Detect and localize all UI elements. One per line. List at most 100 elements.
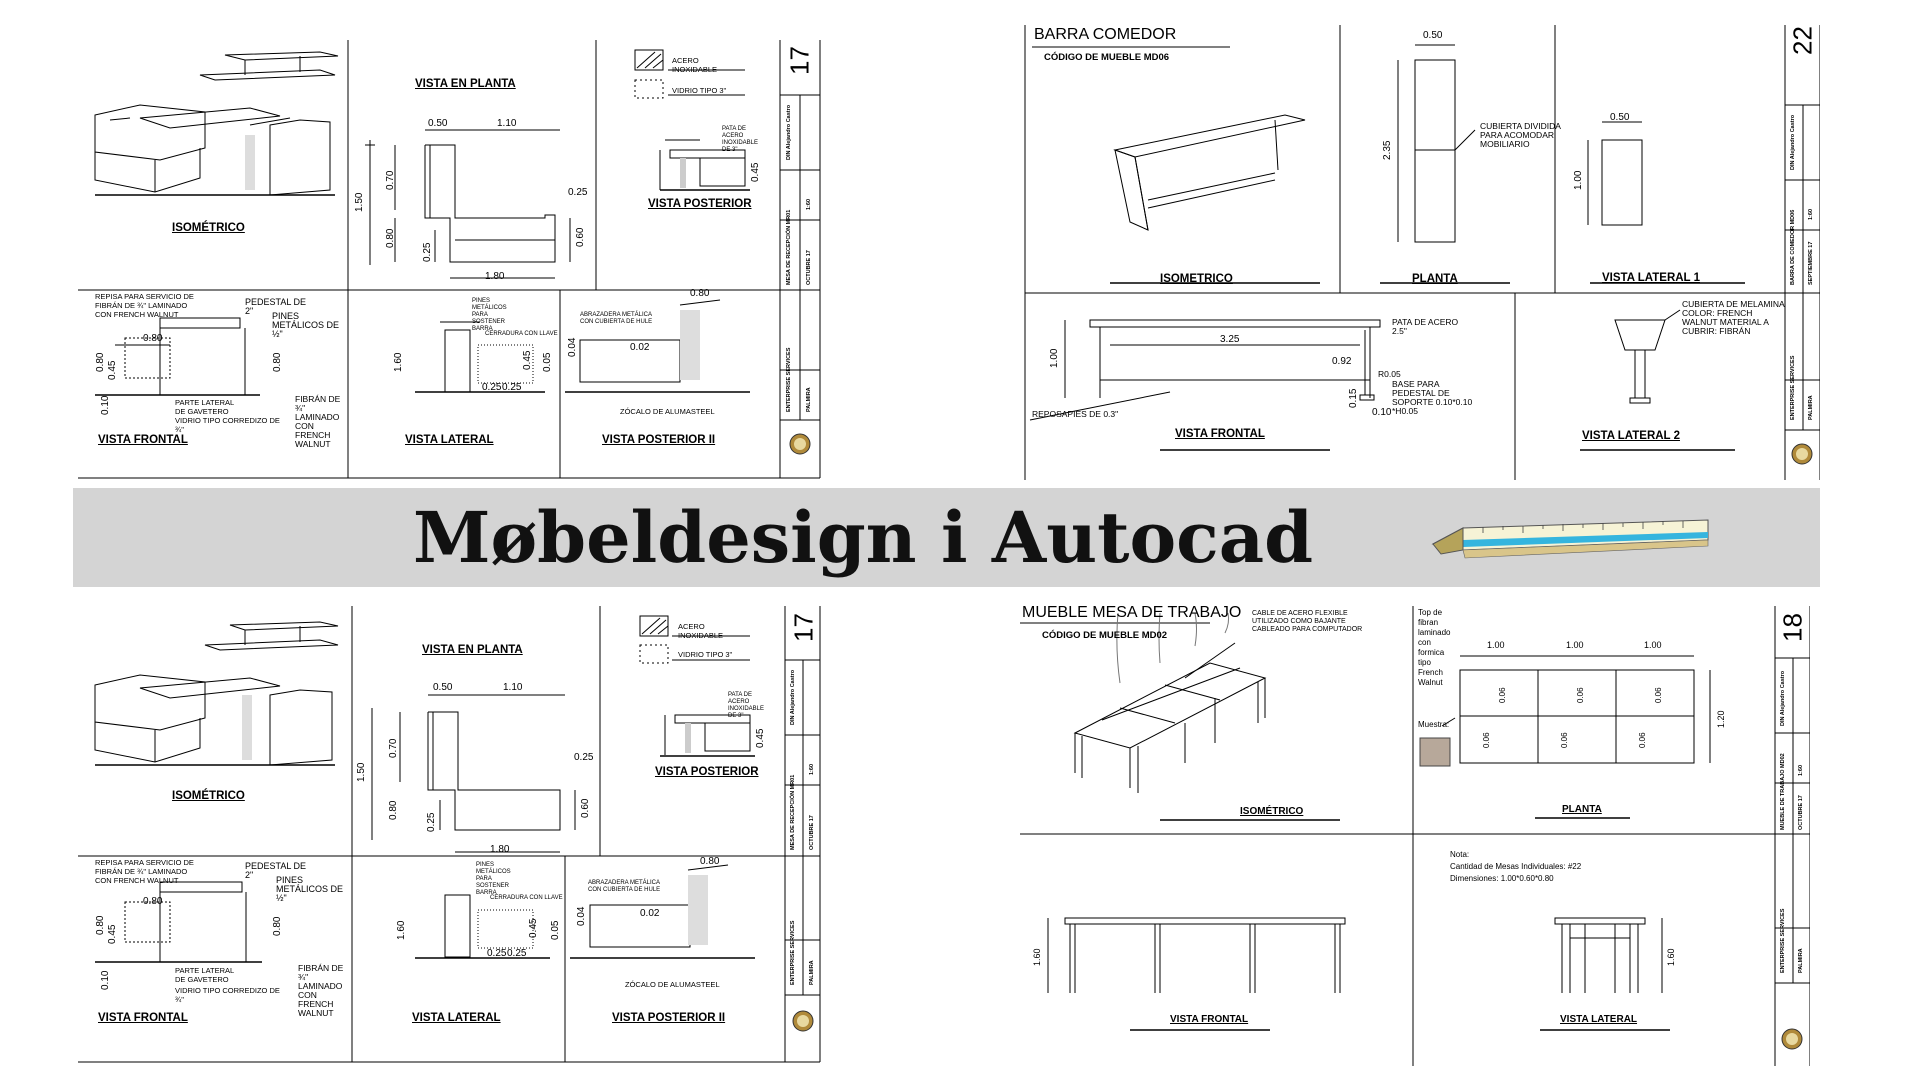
note-cerradura: CERRADURA CON LLAVE [490,895,563,901]
legend-label-steel: ACERO INOXIDABLE [678,622,724,640]
view-title-plan: VISTA EN PLANTA [422,644,523,656]
bar-side1-rect [1601,139,1643,226]
title-banner: Møbeldesign i Autocad [73,488,1820,587]
dim-label: 0.45 [528,918,539,938]
title-block-drawing: MESA DE RECEPCIÓN MR01 [786,209,792,285]
dim-label: 0.25 [426,812,437,832]
front-view-sketch [95,317,260,396]
drawing-sheet-mesa-trabajo: MUEBLE MESA DE TRABAJO CÓDIGO DE MUEBLE … [1010,598,1810,1070]
dim-label: 0.02 [640,908,660,919]
view-title-rear2: VISTA POSTERIOR II [612,1012,726,1024]
mesa-drawing-graphics [1020,606,1810,1066]
dim-label: 0.25 [574,752,594,763]
dim-label: 0.70 [388,738,399,758]
title-block-scale: 1:60 [1808,208,1814,220]
note-top: Top de fibran laminado con formica tipo … [1418,608,1451,687]
note-pata: PATA DE ACERO INOXIDABLE DE 3" [728,692,765,719]
dim-label: 0.45 [522,350,533,370]
dim-label: 1.80 [490,844,510,855]
view-title-isometric: ISOMÉTRICO [172,790,245,802]
note-repisa: REPISA PARA SERVICIO DE FIBRÁN DE ¾" LAM… [95,858,194,885]
rear-view-2-sketch [565,299,750,393]
note-zocalo: ZÓCALO DE ALUMASTEEL [625,980,720,989]
title-block-client: ENTERPRISE SERVICES [1790,355,1796,420]
dim-label: 0.06 [1498,687,1507,703]
dim-label: 0.80 [143,896,163,907]
bar-front-sketch [1029,319,1381,451]
dim-label: 0.80 [388,800,399,820]
legend-label-steel: ACERO INOXIDABLE [672,56,718,74]
note-repisa: REPISA PARA SERVICIO DE FIBRÁN DE ¾" LAM… [95,292,194,319]
material-sample-swatch [1419,737,1451,767]
dim-label: 0.02 [630,342,650,353]
title-block-scale: 1:60 [1798,764,1804,776]
note-melamina: CUBIERTA DE MELAMINA COLOR: FRENCH WALNU… [1682,299,1785,336]
note-cable: CABLE DE ACERO FLEXIBLE UTILIZADO COMO B… [1252,610,1363,633]
dim-label: 0.45 [107,924,118,944]
sheet-number: 18 [1777,613,1808,642]
dim-label: 0.92 [1332,356,1352,367]
isometric-desk-sketch [94,621,339,766]
dim-label: 0.80 [700,856,720,867]
reception-drawing-graphics [78,606,821,1063]
dim-label: 0.06 [1560,732,1569,748]
table-side-sketch [1540,917,1670,1031]
title-block-drawing: MESA DE RECEPCIÓN MR01 [790,774,796,850]
barra-drawing-graphics [1024,25,1820,480]
dim-label: 1.80 [485,271,505,282]
dim-label: 3.25 [1220,334,1240,345]
note-fibran: FIBRÁN DE ¾" LAMINADO CON FRENCH WALNUT [295,394,341,449]
dim-label: 0.25 [422,242,433,262]
furniture-code: CÓDIGO DE MUEBLE MD02 [1042,630,1168,641]
dim-label: 1.10 [497,118,517,129]
table-front-sketch [1047,917,1346,1031]
title-block-location: PALMIRA [806,387,812,412]
view-title-isometric: ISOMÉTRICO [1240,806,1304,817]
title-block-client: ENTERPRISE SERVICES [1780,908,1786,973]
dim-label: 0.80 [143,333,163,344]
note-zocalo: ZÓCALO DE ALUMASTEEL [620,407,715,416]
note-nota: Nota: [1450,850,1470,859]
view-title-side2: VISTA LATERAL 2 [1582,430,1680,442]
dim-label: 0.04 [567,337,578,357]
rear-view-sketch [659,139,750,191]
note-fibran: FIBRÁN DE ¾" LAMINADO CON FRENCH WALNUT [298,963,344,1018]
reception-drawing-graphics [78,40,821,479]
dim-label: 1.60 [396,920,407,940]
dim-label: 0.80 [385,228,396,248]
legend-dot-swatch [634,79,664,99]
dim-label: 0.50 [1610,112,1630,123]
title-block-drawing: BARRA DE COMEDOR MD06 [1790,209,1796,285]
view-title-side: VISTA LATERAL [405,434,494,446]
view-title-plan: PLANTA [1412,273,1458,285]
title-block-location: PALMIRA [1808,395,1814,420]
title-block-location: PALMIRA [809,960,815,985]
note-vidrio: VIDRIO TIPO CORREDIZO DE ¾" [175,986,280,1004]
legend-label-glass: VIDRIO TIPO 3" [678,650,733,659]
drawing-sheet-reception-bottom: ISOMÉTRICO VISTA EN PLANTA VISTA POSTERI… [0,600,830,1070]
title-block-drawn: DIN Alejandro Castro [1790,114,1796,170]
dim-label: 0.45 [755,728,766,748]
dim-label: 0.10 [100,395,111,415]
dim-label: 0.45 [750,162,761,182]
title-block-drawn: DIN Alejandro Castro [786,104,792,160]
note-pata: PATA DE ACERO 2.5" [1392,317,1459,336]
plan-view-outline [365,129,571,279]
title-block-date: OCTUBRE 17 [806,250,812,285]
view-title-isometric: ISOMÉTRICO [172,222,245,234]
banner-title: Møbeldesign i Autocad [413,496,1314,579]
title-block-drawn: DIN Alejandro Castro [790,669,796,725]
title-block-date: SEPTIEMBRE 17 [1808,241,1814,285]
note-cantidad: Cantidad de Mesas Individuales: #22 [1450,862,1582,871]
dim-label: 0.10 [100,970,111,990]
note-pedestal: PEDESTAL DE 2" [245,297,307,316]
dim-label: 1.50 [356,762,367,782]
title-block-scale: 1:60 [809,763,815,775]
title-block-client: ENTERPRISE SERVICES [790,920,796,985]
dim-label: 0.60 [580,798,591,818]
scale-ruler-icon [1431,519,1709,559]
dim-label: 0.80 [272,352,283,372]
title-block-date: OCTUBRE 17 [809,815,815,850]
view-title-side: VISTA LATERAL [1560,1014,1638,1025]
bar-side2-sketch [1580,309,1735,451]
